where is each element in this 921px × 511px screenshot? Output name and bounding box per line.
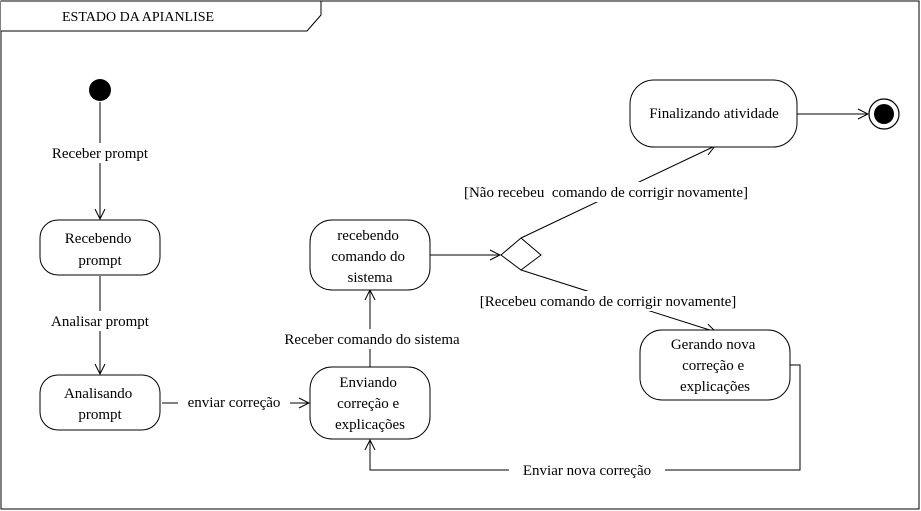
label-recebeu: [Recebeu comando de corrigir novamente] <box>480 294 737 310</box>
state-label-line: explicações <box>680 379 750 395</box>
svg-text:Enviando correção e: Enviando correção e explicações <box>335 375 405 433</box>
state-label-line: sistema <box>348 270 393 286</box>
state-analisando-prompt: Analisando prompt <box>39 374 161 431</box>
svg-text:Analisando prompt: Analisando prompt <box>64 386 136 423</box>
state-label-line: Recebendo <box>65 231 132 247</box>
state-label-line: correção e <box>337 396 399 412</box>
transition-enviar-nova <box>370 364 801 471</box>
frame-title-tab <box>1 0 322 32</box>
final-node <box>868 98 900 130</box>
label-enviar-correcao: enviar correção <box>188 395 281 411</box>
svg-text:Recebendo prompt: Recebendo prompt <box>65 231 135 269</box>
state-gerando-nova: Gerando nova correção e explicações <box>639 329 791 401</box>
label-enviar-nova: Enviar nova correção <box>523 463 651 479</box>
initial-node <box>89 79 111 101</box>
state-label-line: Finalizando atividade <box>649 106 779 122</box>
label-analisar-prompt: Analisar prompt <box>51 314 150 330</box>
state-recebendo-comando: recebendo comando do sistema <box>309 219 431 291</box>
state-label-line: comando do <box>331 249 405 265</box>
state-label-line: recebendo <box>337 228 399 244</box>
state-label-line: Gerando nova <box>671 337 756 353</box>
state-label-line: Analisando <box>64 386 132 402</box>
label-receber-comando: Receber comando do sistema <box>284 332 460 348</box>
svg-text:Finalizando atividade: Finalizando atividade <box>649 106 779 122</box>
decision-node <box>500 237 542 271</box>
svg-text:Gerando nova correção e: Gerando nova correção e explicações <box>671 337 759 395</box>
label-receber-prompt: Receber prompt <box>52 146 149 162</box>
state-recebendo-prompt: Recebendo prompt <box>39 219 161 276</box>
state-label-line: Enviando <box>339 375 397 391</box>
frame-title: ESTADO DA APIANLISE <box>62 10 214 25</box>
svg-text:recebendo comando do: recebendo comando do sistema <box>331 228 408 286</box>
state-label-line: prompt <box>78 253 122 269</box>
state-enviando-correcao: Enviando correção e explicações <box>309 366 431 440</box>
label-nao-recebeu: [Não recebeu comando de corrigir novamen… <box>464 185 748 201</box>
state-label-line: prompt <box>78 407 122 423</box>
state-label-line: explicações <box>335 417 405 433</box>
state-finalizando: Finalizando atividade <box>629 79 798 148</box>
state-label-line: correção e <box>682 358 744 374</box>
